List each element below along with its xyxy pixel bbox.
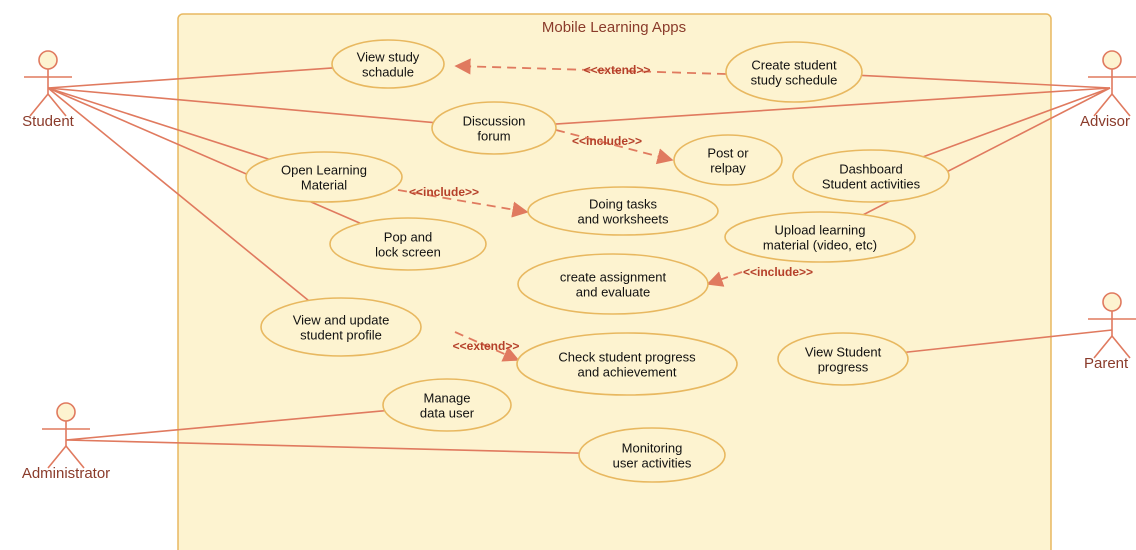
relation-stereotype-label: <<include>> bbox=[572, 134, 642, 148]
actor-stick-figure-icon bbox=[1088, 50, 1136, 117]
use-case-ellipse bbox=[673, 134, 783, 186]
actor-label: Parent bbox=[1084, 355, 1129, 372]
relation-open-learning-material-doing-tasks-worksheets bbox=[397, 189, 529, 218]
use-case-ellipse bbox=[792, 149, 950, 203]
relation-discussion-forum-post-or-reply bbox=[555, 129, 674, 165]
use-case-ellipse bbox=[517, 253, 709, 315]
relation-view-update-student-profile-check-student-progress bbox=[454, 331, 520, 362]
use-case-label: Material bbox=[301, 178, 347, 193]
use-case-label: study schedule bbox=[751, 73, 838, 88]
use-case-ellipse bbox=[329, 217, 487, 271]
use-case-label: Manage bbox=[424, 391, 471, 406]
use-case-label: Post or bbox=[707, 146, 749, 161]
actor-administrator: Administrator bbox=[22, 402, 110, 482]
actor-label: Advisor bbox=[1080, 113, 1130, 130]
use-case-ellipse bbox=[516, 332, 738, 396]
use-case-label: View and update bbox=[293, 313, 390, 328]
association-student-discussion-forum bbox=[47, 87, 434, 124]
actor-parent: Parent bbox=[1084, 292, 1136, 372]
use-case-label: forum bbox=[477, 129, 510, 144]
use-case-label: and evaluate bbox=[576, 285, 650, 300]
actor-label: Student bbox=[22, 113, 75, 130]
use-case-label: student profile bbox=[300, 328, 382, 343]
association-advisor-discussion-forum bbox=[555, 87, 1111, 125]
use-case-label: and worksheets bbox=[577, 212, 669, 227]
use-case-ellipse bbox=[260, 297, 422, 357]
association-administrator-monitoring-user-activities bbox=[65, 439, 580, 454]
relation-stereotype-label: <<extend>> bbox=[453, 339, 520, 353]
actor-stick-figure-icon bbox=[1088, 292, 1136, 359]
use-case-label: Dashboard bbox=[839, 162, 903, 177]
association-student-view-study-schedule bbox=[47, 67, 333, 89]
use-case-label: create assignment bbox=[560, 270, 667, 285]
use-case-ellipse bbox=[724, 211, 916, 263]
use-case-label: Pop and bbox=[384, 230, 432, 245]
use-case-label: user activities bbox=[613, 456, 692, 471]
use-case-label: Open Learning bbox=[281, 163, 367, 178]
use-case-label: Create student bbox=[751, 58, 837, 73]
use-case-ellipse bbox=[431, 101, 557, 155]
use-case-label: Check student progress bbox=[558, 350, 696, 365]
use-case-label: View Student bbox=[805, 345, 882, 360]
association-student-view-update-student-profile bbox=[47, 87, 310, 302]
actor-student: Student bbox=[22, 50, 75, 130]
association-layer bbox=[47, 67, 1113, 454]
use-case-label: Doing tasks bbox=[589, 197, 657, 212]
use-case-label: data user bbox=[420, 406, 475, 421]
actor-stick-figure-icon bbox=[42, 402, 90, 469]
actor-label: Administrator bbox=[22, 465, 110, 482]
relation-layer: <<extend>> <<include>> <<include>> <<includ… bbox=[397, 58, 813, 362]
association-parent-view-student-progress bbox=[905, 329, 1113, 354]
system-title: Mobile Learning Apps bbox=[542, 19, 686, 36]
relation-stereotype-label: <<include>> bbox=[409, 185, 479, 199]
use-case-label: progress bbox=[818, 360, 869, 375]
association-administrator-manage-data-user bbox=[65, 409, 385, 441]
actor-advisor: Advisor bbox=[1080, 50, 1136, 130]
use-case-ellipse bbox=[382, 378, 512, 432]
association-advisor-create-student-study-schedule bbox=[861, 74, 1111, 89]
use-case-label: lock screen bbox=[375, 245, 441, 260]
relation-stereotype-label: <<include>> bbox=[743, 265, 813, 279]
use-case-label: Upload learning bbox=[774, 223, 865, 238]
use-case-ellipse bbox=[725, 41, 863, 103]
association-advisor-dashboard-student-activities bbox=[923, 87, 1111, 158]
use-case-label: schadule bbox=[362, 65, 414, 80]
use-case-label: material (video, etc) bbox=[763, 238, 877, 253]
use-case-label: View study bbox=[357, 50, 420, 65]
association-student-open-learning-material bbox=[47, 87, 270, 161]
relation-upload-learning-material-create-assignment-evaluate bbox=[706, 271, 743, 287]
relation-stereotype-label: <<extend>> bbox=[584, 63, 651, 77]
use-case-ellipse bbox=[777, 332, 909, 386]
use-case-ellipse bbox=[245, 151, 403, 203]
use-case-label: relpay bbox=[710, 161, 746, 176]
use-case-ellipse bbox=[331, 39, 445, 89]
use-case-ellipse bbox=[527, 186, 719, 236]
relation-create-student-study-schedule-view-study-schedule bbox=[454, 58, 727, 75]
actor-stick-figure-icon bbox=[24, 50, 72, 117]
use-case-label: Student activities bbox=[822, 177, 921, 192]
use-case-ellipse bbox=[578, 427, 726, 483]
use-case-label: Monitoring bbox=[622, 441, 683, 456]
use-case-label: and achievement bbox=[577, 365, 676, 380]
use-case-label: Discussion bbox=[463, 114, 526, 129]
